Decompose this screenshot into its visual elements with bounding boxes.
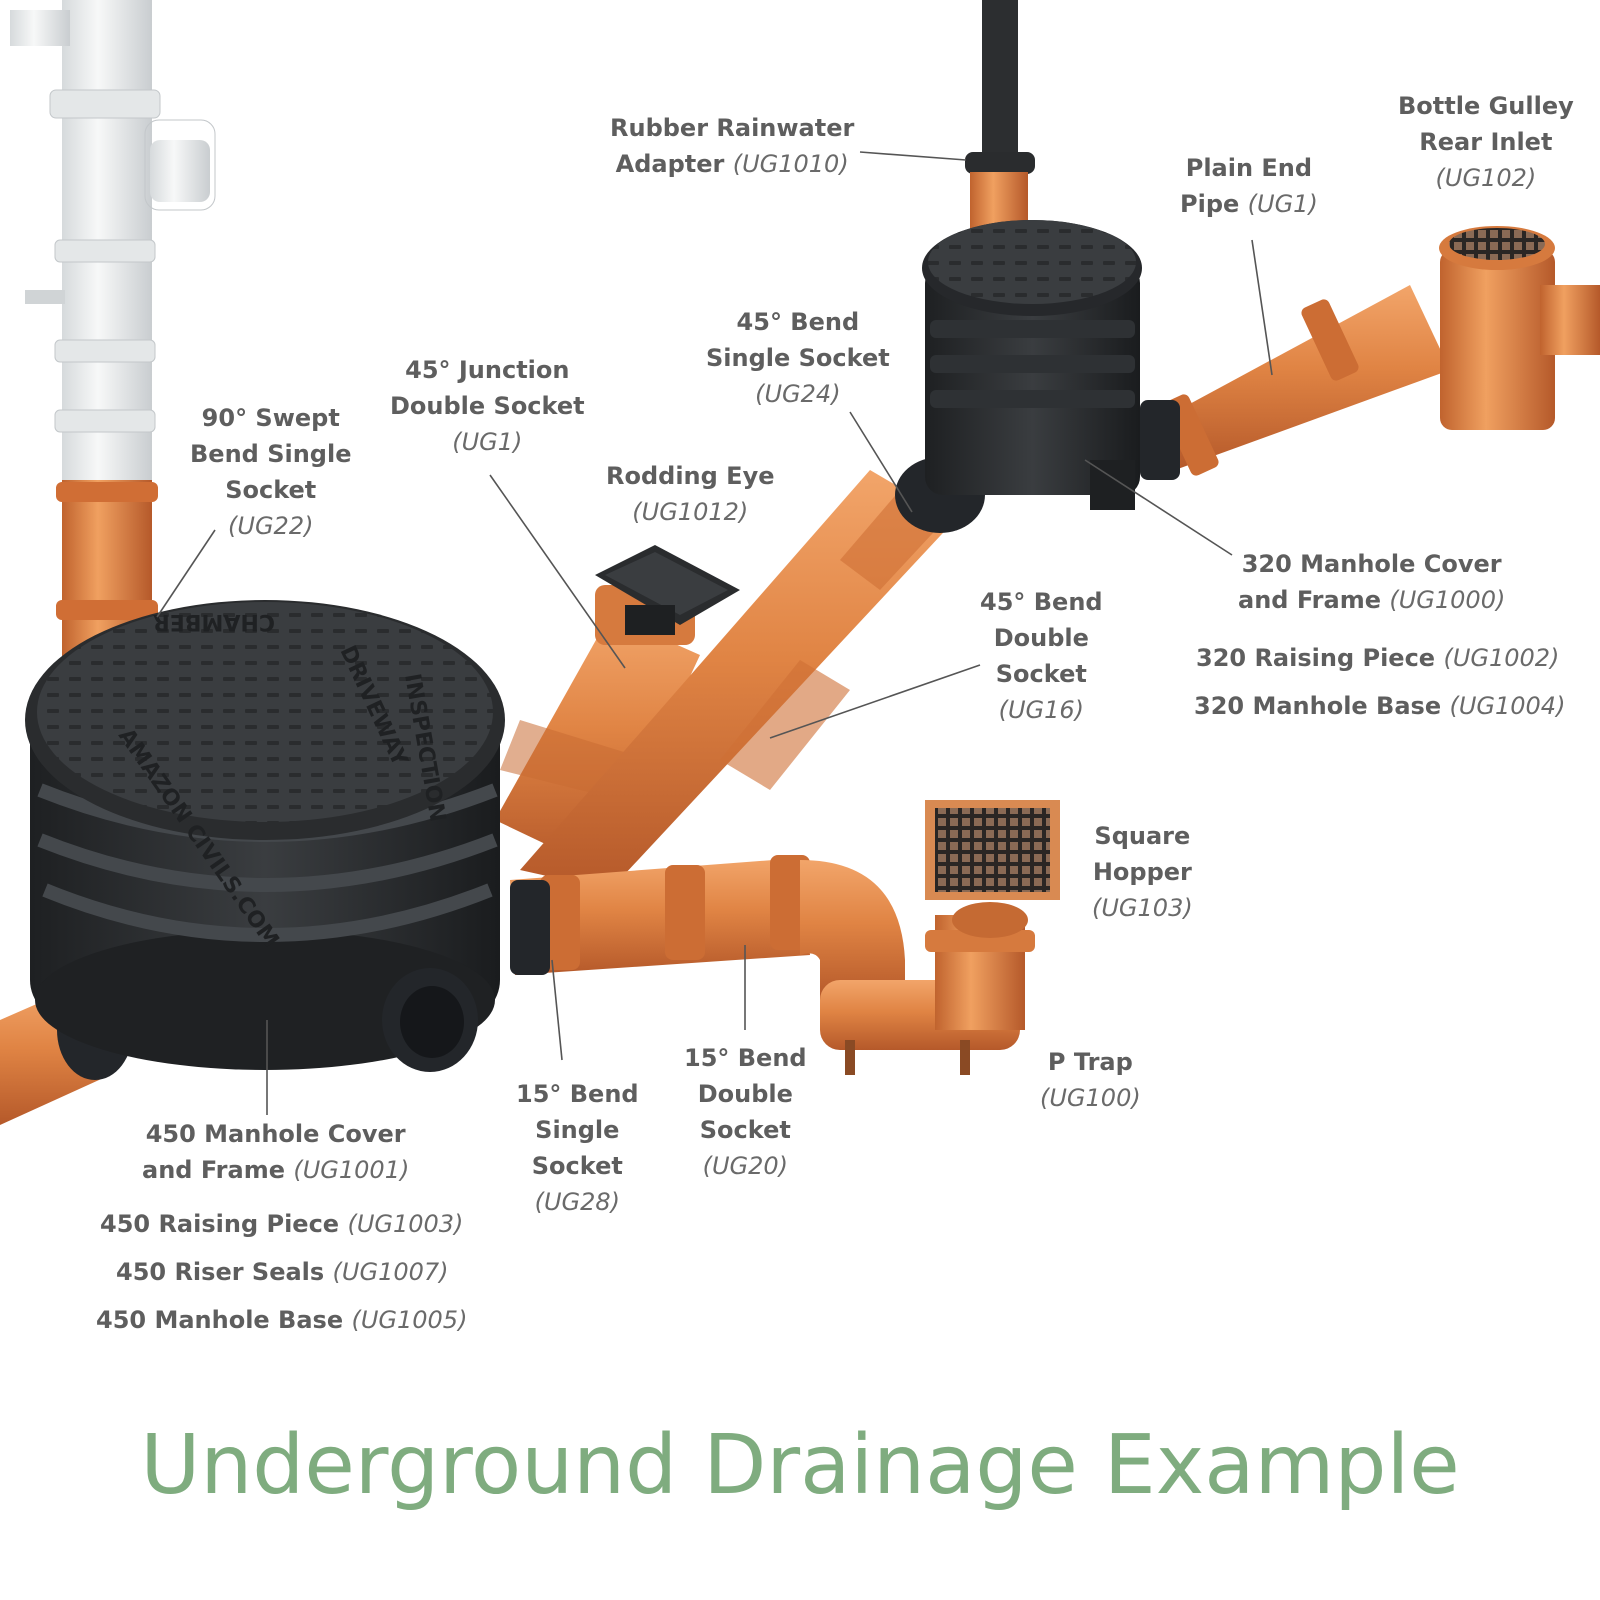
label-line: Hopper [1092, 858, 1192, 886]
label-line: Bottle Gulley [1398, 92, 1574, 120]
rodding-eye [595, 545, 740, 635]
part-code: (UG1002) [1443, 644, 1560, 672]
label-p-trap: P Trap (UG100) [1040, 1044, 1141, 1116]
label-bend15-single: 15° Bend Single Socket (UG28) [516, 1076, 639, 1220]
label-line: 320 Raising Piece [1196, 644, 1436, 672]
label-raising320: 320 Raising Piece (UG1002) [1196, 640, 1559, 676]
bottle-gulley [1439, 226, 1600, 430]
label-line: 450 Raising Piece [100, 1210, 340, 1238]
part-code: (UG16) [998, 696, 1085, 724]
label-line: Bend Single [190, 440, 352, 468]
label-line: 450 Manhole Base [96, 1306, 344, 1334]
label-line: Socket [995, 660, 1087, 688]
label-line: 45° Junction [405, 356, 570, 384]
label-rodding-eye: Rodding Eye (UG1012) [606, 458, 775, 530]
label-line: Rear Inlet [1419, 128, 1553, 156]
label-line: Socket [699, 1116, 791, 1144]
label-line: Single Socket [706, 344, 890, 372]
label-line: Socket [225, 476, 317, 504]
plain-end-pipe [1140, 285, 1450, 480]
label-bottle-gulley: Bottle Gulley Rear Inlet (UG102) [1398, 88, 1574, 196]
label-line: 45° Bend [980, 588, 1103, 616]
label-square-hopper: Square Hopper (UG103) [1092, 818, 1193, 926]
leader-swept-bend [156, 529, 216, 618]
label-line: Adapter [615, 150, 725, 178]
part-code: (UG1010) [732, 150, 849, 178]
leader-rainwater-adapter [859, 151, 967, 161]
label-swept-bend90: 90° Swept Bend Single Socket (UG22) [190, 400, 351, 544]
label-line: and Frame [1238, 586, 1381, 614]
downpipe-white [10, 0, 216, 490]
label-bend45-single: 45° Bend Single Socket (UG24) [706, 304, 890, 412]
label-base320: 320 Manhole Base (UG1004) [1194, 688, 1565, 724]
label-plain-end-pipe: Plain End Pipe (UG1) [1180, 150, 1318, 222]
leader-bend45-single [849, 411, 913, 513]
label-line: Double Socket [390, 392, 585, 420]
manhole-450 [25, 600, 505, 1072]
label-line: Single [535, 1116, 620, 1144]
label-line: Socket [531, 1152, 623, 1180]
part-code: (UG1) [452, 428, 523, 456]
label-line: 450 Riser Seals [116, 1258, 325, 1286]
part-code: (UG1012) [632, 498, 749, 526]
label-manhole320-cover: 320 Manhole Cover and Frame (UG1000) [1238, 546, 1505, 618]
label-manhole450-cover: 450 Manhole Cover and Frame (UG1001) [142, 1116, 409, 1188]
leader-junction45 [489, 474, 626, 669]
label-line: P Trap [1047, 1048, 1133, 1076]
label-line: 450 Manhole Cover [145, 1120, 406, 1148]
part-code: (UG1003) [347, 1210, 464, 1238]
leader-lines [156, 151, 1273, 1115]
label-bend45-double: 45° Bend Double Socket (UG16) [980, 584, 1103, 728]
square-hopper [925, 800, 1060, 938]
label-line: Double [993, 624, 1089, 652]
manhole-320 [922, 220, 1142, 510]
label-line: 320 Manhole Base [1194, 692, 1442, 720]
part-code: (UG102) [1435, 164, 1537, 192]
part-code: (UG1007) [332, 1258, 449, 1286]
label-line: 15° Bend [516, 1080, 639, 1108]
rainwater-adapter [965, 0, 1035, 232]
label-base450: 450 Manhole Base (UG1005) [96, 1302, 467, 1338]
part-code: (UG28) [534, 1188, 621, 1216]
part-code: (UG1004) [1449, 692, 1566, 720]
part-code: (UG1001) [293, 1156, 410, 1184]
label-riser-seals450: 450 Riser Seals (UG1007) [116, 1254, 449, 1290]
label-raising450: 450 Raising Piece (UG1003) [100, 1206, 463, 1242]
lower-pipe [510, 855, 905, 1000]
label-line: Pipe [1180, 190, 1240, 218]
part-code: (UG1) [1247, 190, 1318, 218]
part-code: (UG1000) [1389, 586, 1506, 614]
part-code: (UG100) [1040, 1084, 1141, 1112]
label-rainwater-adapter: Rubber Rainwater Adapter (UG1010) [610, 110, 854, 182]
label-line: Rubber Rainwater [610, 114, 855, 142]
label-line: Rodding Eye [606, 462, 775, 490]
leader-bend45-double [769, 664, 981, 739]
page-title: Underground Drainage Example [140, 1418, 1460, 1513]
label-line: Plain End [1185, 154, 1313, 182]
label-junction45: 45° Junction Double Socket (UG1) [390, 352, 585, 460]
label-line: Square [1094, 822, 1191, 850]
label-line: and Frame [142, 1156, 285, 1184]
part-code: (UG22) [228, 512, 314, 540]
label-bend15-double: 15° Bend Double Socket (UG20) [684, 1040, 807, 1184]
part-code: (UG20) [702, 1152, 789, 1180]
label-line: 90° Swept [201, 404, 340, 432]
label-line: Double [697, 1080, 793, 1108]
leader-plain-end-pipe [1251, 239, 1273, 376]
label-line: 320 Manhole Cover [1241, 550, 1502, 578]
leader-manhole-320 [1084, 459, 1233, 556]
part-code: (UG1005) [351, 1306, 468, 1334]
part-code: (UG103) [1092, 894, 1193, 922]
label-line: 15° Bend [684, 1044, 807, 1072]
label-line: 45° Bend [736, 308, 860, 336]
cover-text-4: CHAMBER [153, 609, 275, 634]
leader-bend15-single [551, 959, 563, 1061]
part-code: (UG24) [755, 380, 841, 408]
